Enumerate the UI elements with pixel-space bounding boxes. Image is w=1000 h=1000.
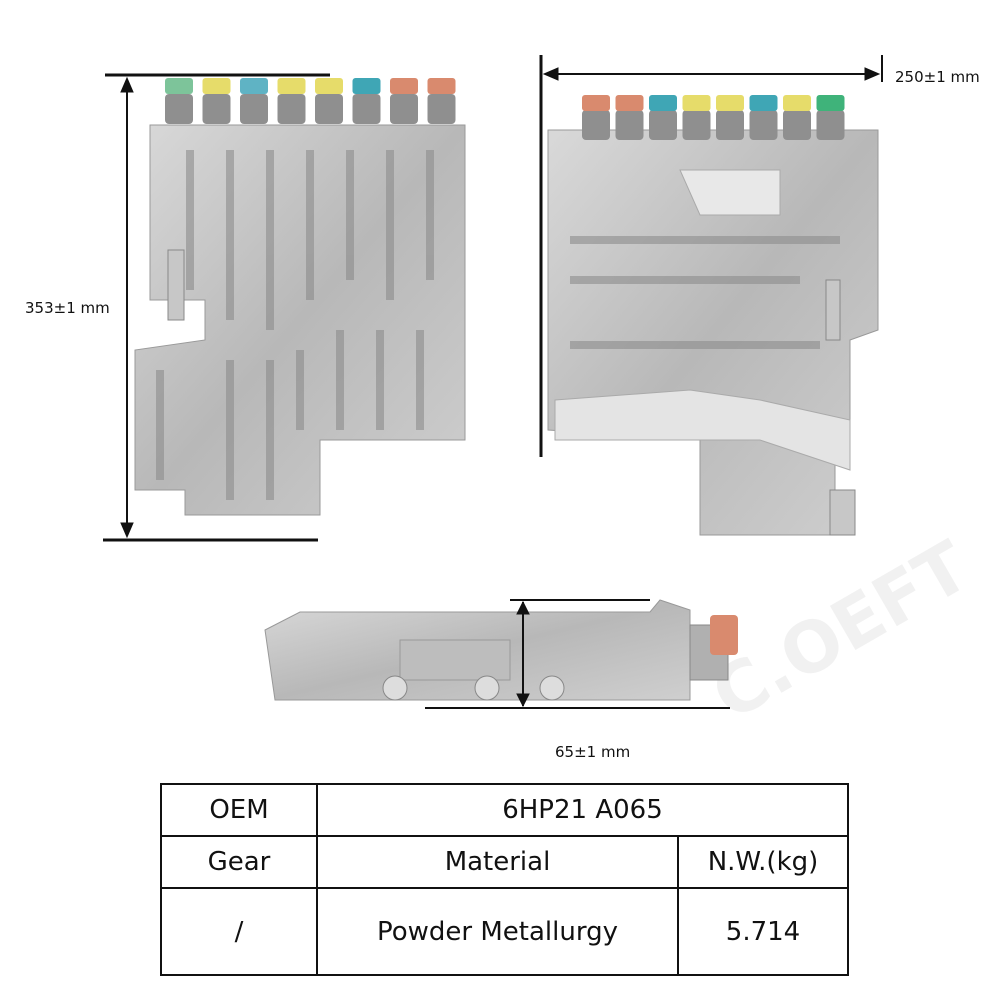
solenoid-cap — [427, 78, 456, 94]
solenoid-cap — [783, 95, 811, 111]
solenoid-cap — [816, 95, 845, 111]
solenoid-cap — [649, 95, 677, 111]
header-gear: Gear — [160, 835, 318, 889]
solenoid — [165, 94, 193, 124]
solenoid — [277, 94, 306, 124]
valve-body-back — [547, 95, 879, 536]
solenoid-cap — [582, 95, 610, 111]
value-gear: / — [160, 887, 318, 976]
solenoid — [749, 110, 778, 140]
valve-body-front — [134, 78, 466, 516]
value-weight: 5.714 — [677, 887, 849, 976]
solenoid-cap — [352, 78, 381, 94]
oem-value: 6HP21 A065 — [316, 783, 849, 837]
width-dimension-label: 250±1 mm — [895, 68, 980, 86]
solenoid — [352, 94, 381, 124]
height-dimension-label: 353±1 mm — [25, 299, 110, 317]
dimension-lines — [103, 55, 883, 709]
solenoid-cap — [315, 78, 343, 94]
valve-body-side — [264, 599, 738, 701]
solenoid — [427, 94, 456, 124]
solenoid-cap — [615, 95, 644, 111]
value-material: Powder Metallurgy — [316, 887, 679, 976]
solenoid — [582, 110, 610, 140]
solenoid-cap — [165, 78, 193, 94]
solenoid-cap — [716, 95, 744, 111]
thickness-dimension-label: 65±1 mm — [555, 743, 631, 761]
solenoid — [783, 110, 811, 140]
solenoid-cap — [390, 78, 418, 94]
solenoid-cap — [240, 78, 268, 94]
solenoid — [649, 110, 677, 140]
solenoid — [615, 110, 644, 140]
solenoid-cap — [749, 95, 778, 111]
solenoid — [240, 94, 268, 124]
solenoid — [716, 110, 744, 140]
solenoid-cap — [202, 78, 231, 94]
solenoid-cap — [277, 78, 306, 94]
solenoid — [816, 110, 845, 140]
oem-label: OEM — [160, 783, 318, 837]
solenoid — [202, 94, 231, 124]
solenoid-cap — [682, 95, 711, 111]
solenoid — [315, 94, 343, 124]
solenoid — [682, 110, 711, 140]
spec-table: OEM 6HP21 A065 Gear Material N.W.(kg) / … — [160, 783, 849, 976]
header-material: Material — [316, 835, 679, 889]
solenoid — [390, 94, 418, 124]
header-weight: N.W.(kg) — [677, 835, 849, 889]
